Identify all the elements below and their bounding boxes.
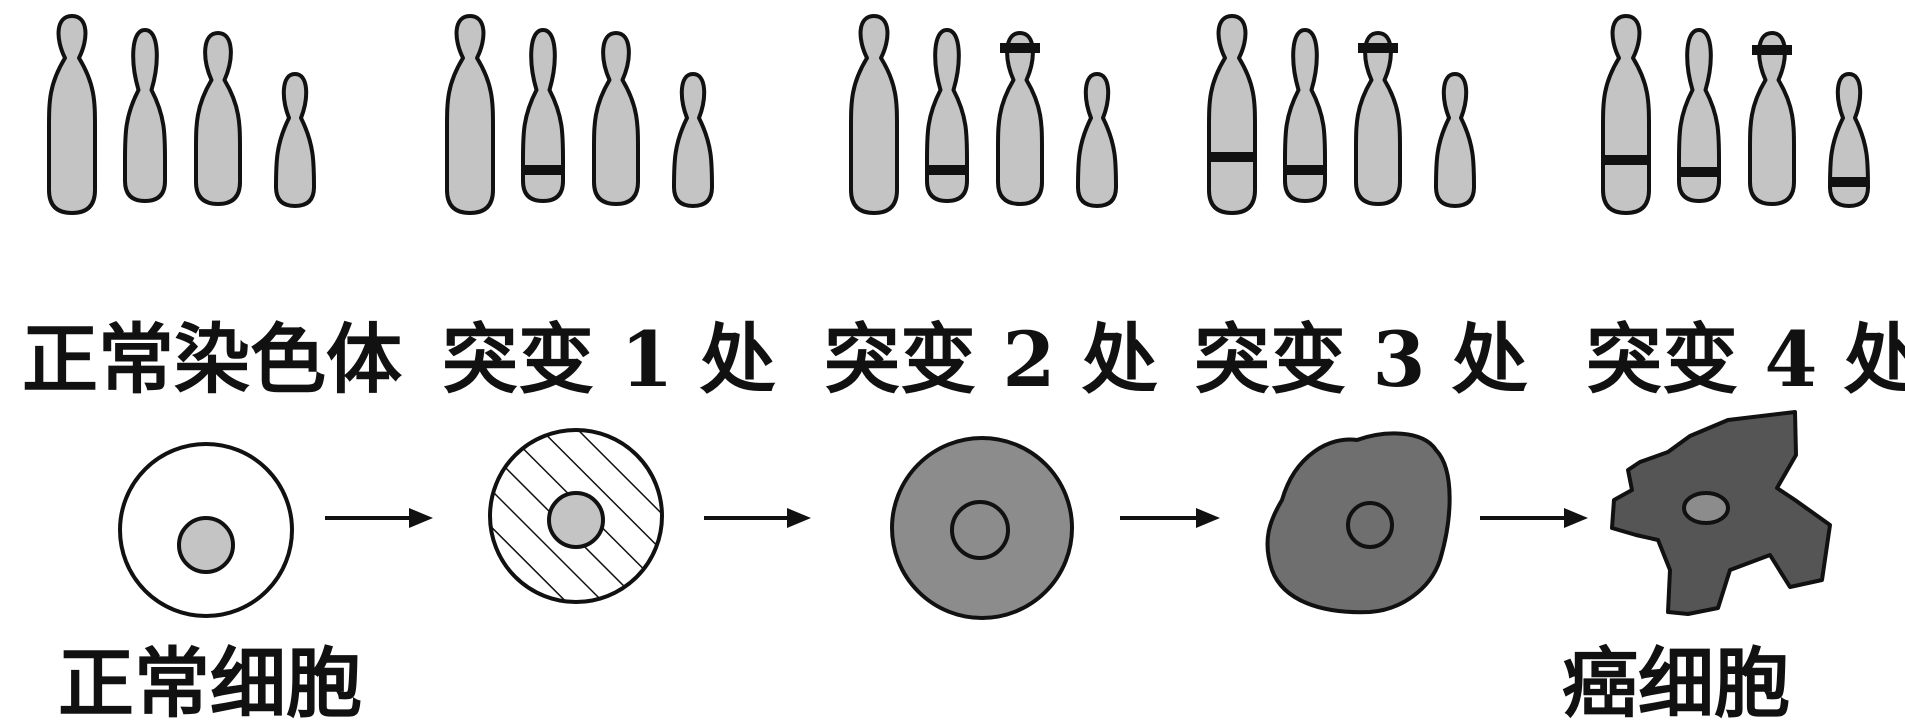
mutation-band xyxy=(1605,155,1647,165)
stage-label-mutation-4: 突变 4 处 xyxy=(1586,322,1905,398)
mutation-band xyxy=(1358,43,1398,53)
chromosome xyxy=(447,16,493,213)
mutation-band xyxy=(1000,43,1040,53)
chromosome xyxy=(1078,74,1116,206)
chromosome xyxy=(594,33,638,204)
stage-label-mutation-2: 突变 2 处 xyxy=(824,322,1158,398)
chromosome xyxy=(1209,16,1255,213)
cell-nucleus xyxy=(952,502,1008,558)
chromosome xyxy=(276,74,314,206)
arrow-3-icon xyxy=(1120,508,1220,528)
mutation-band xyxy=(1681,167,1717,177)
mutation-band xyxy=(1287,165,1323,175)
chromosome xyxy=(125,30,165,201)
chromosome-group-0 xyxy=(49,16,314,213)
cell-nucleus xyxy=(549,493,603,547)
stage-label-mutation-1: 突变 1 处 xyxy=(442,322,776,398)
chromosome-group-2 xyxy=(851,16,1116,213)
chromosome xyxy=(1356,33,1400,204)
cell-nucleus xyxy=(1348,503,1392,547)
chromosome xyxy=(927,30,967,201)
stage-label-normal: 正常染色体 xyxy=(22,322,402,398)
arrow-4-icon xyxy=(1480,508,1588,528)
mutated-cell-1 xyxy=(490,430,662,602)
chromosome xyxy=(1603,16,1649,213)
mutated-cell-3 xyxy=(1267,433,1449,612)
mutation-band xyxy=(1211,152,1253,162)
mutation-band xyxy=(1752,45,1792,55)
stage-label-mutation-3: 突变 3 处 xyxy=(1194,322,1528,398)
arrow-2-icon xyxy=(704,508,811,528)
mutation-band xyxy=(929,165,965,175)
arrow-1-icon xyxy=(325,508,433,528)
chromosome xyxy=(998,33,1042,204)
cell-nucleus xyxy=(1684,493,1728,523)
chromosome-group-1 xyxy=(447,16,712,213)
chromosome xyxy=(851,16,897,213)
mutation-band xyxy=(1832,177,1866,187)
chromosome xyxy=(1436,74,1474,206)
chromosome xyxy=(1750,33,1794,204)
cancer-cell xyxy=(1612,412,1830,614)
chromosome xyxy=(674,74,712,206)
mutation-band xyxy=(525,165,561,175)
chromosome xyxy=(523,30,563,201)
cancer-cell-label: 癌细胞 xyxy=(1562,646,1790,722)
mutated-cell-2 xyxy=(892,438,1072,618)
cell-progression xyxy=(120,412,1830,618)
normal-cell xyxy=(120,444,292,616)
chromosome-group-3 xyxy=(1209,16,1474,213)
chromosome-groups xyxy=(49,16,1868,213)
chromosome xyxy=(1285,30,1325,201)
chromosome xyxy=(196,33,240,204)
chromosome-group-4 xyxy=(1603,16,1868,213)
cell-nucleus xyxy=(179,518,233,572)
normal-cell-label: 正常细胞 xyxy=(58,646,362,722)
chromosome xyxy=(49,16,95,213)
